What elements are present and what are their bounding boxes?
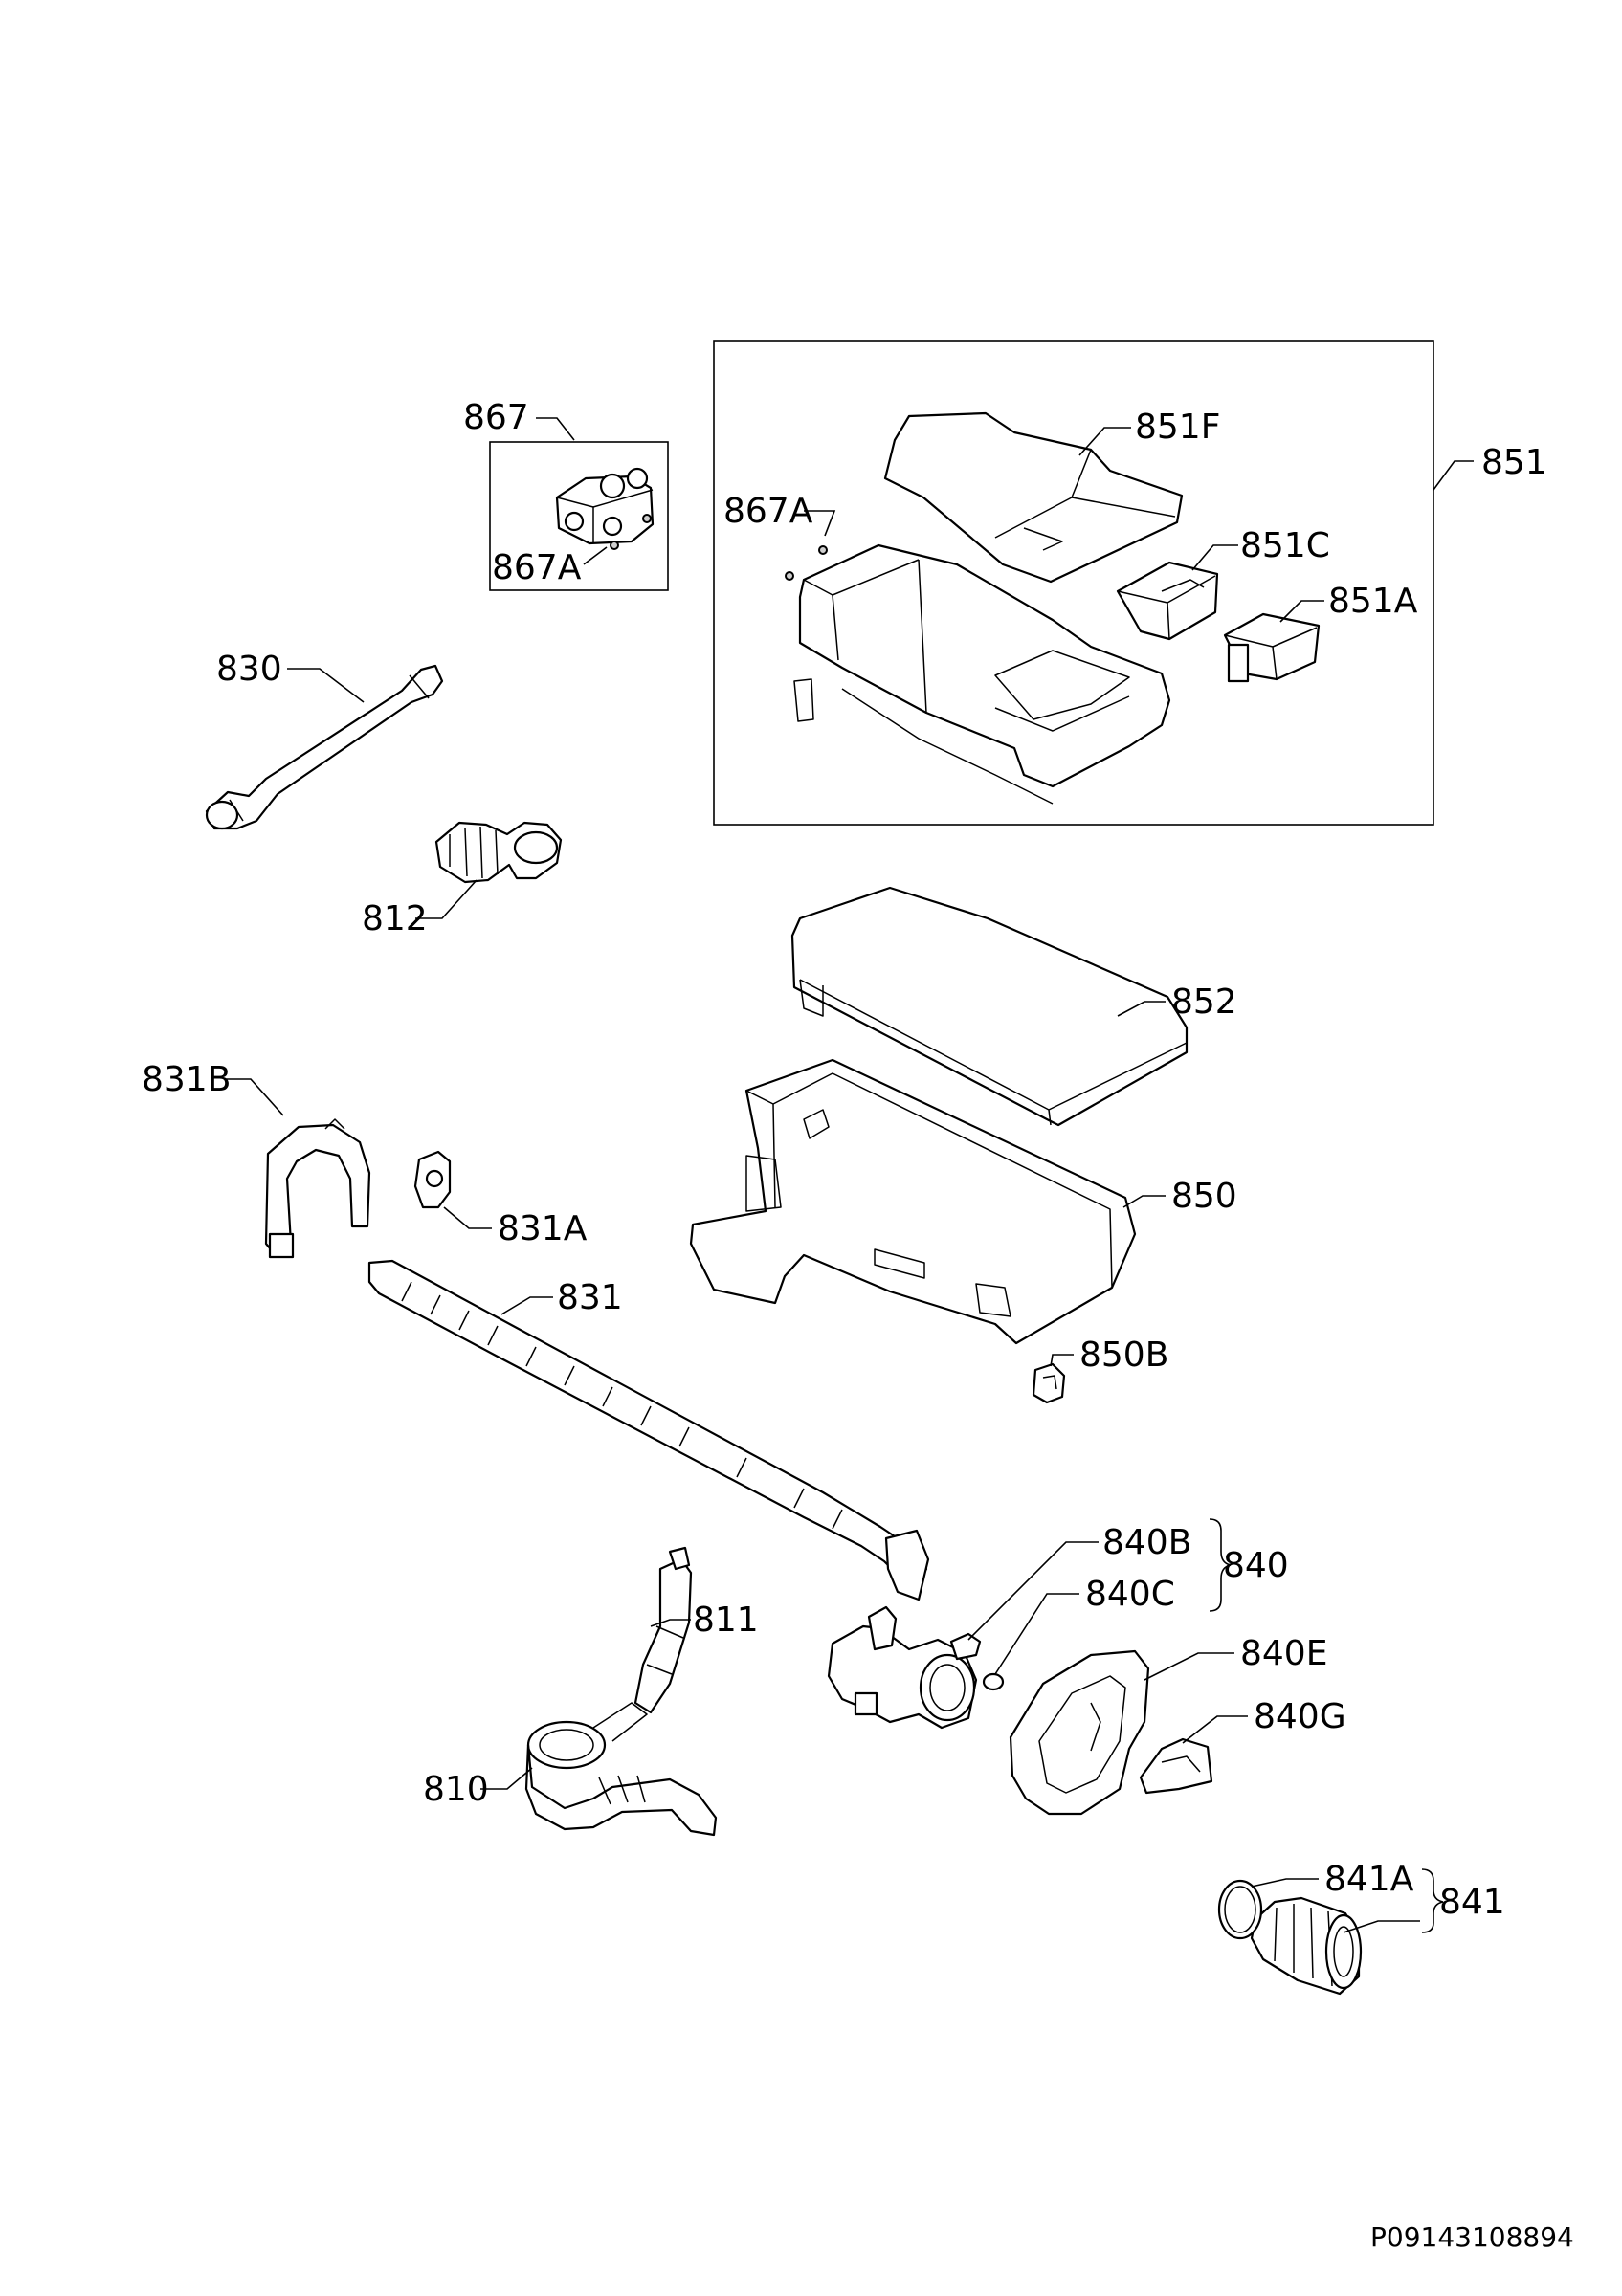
part-810-sump <box>524 1702 718 1837</box>
part-840g-flap <box>1139 1737 1213 1795</box>
label-840e: 840E <box>1240 1634 1327 1673</box>
label-851f: 851F <box>1135 408 1220 447</box>
brace-840 <box>1209 1518 1232 1612</box>
label-812: 812 <box>362 899 428 938</box>
label-867a-right: 867A <box>723 492 813 531</box>
label-840: 840 <box>1223 1546 1289 1585</box>
group-box-867 <box>489 441 669 591</box>
leader-852 <box>1117 1001 1166 1017</box>
part-851-dispenser-housing <box>785 543 1171 805</box>
part-851f-cover <box>883 411 1184 584</box>
leader-830 <box>287 668 365 703</box>
part-831-drain-hose <box>367 1259 930 1601</box>
label-850: 850 <box>1171 1177 1237 1216</box>
leader-810 <box>480 1767 533 1790</box>
part-831b-hose-bend <box>264 1118 371 1259</box>
leader-851a <box>1279 600 1324 623</box>
label-867a-left: 867A <box>492 548 582 587</box>
part-851c-drawer <box>1116 561 1219 641</box>
label-850b: 850B <box>1079 1336 1168 1375</box>
leader-851f <box>1078 427 1131 456</box>
part-852-top-panel <box>790 886 1189 1127</box>
label-830: 830 <box>216 650 282 689</box>
label-811: 811 <box>693 1601 759 1640</box>
leader-851 <box>1433 460 1474 491</box>
label-851: 851 <box>1481 443 1547 482</box>
group-box-851 <box>713 340 1434 826</box>
leader-851c <box>1191 544 1238 571</box>
leader-841a <box>1251 1878 1319 1888</box>
label-831: 831 <box>557 1278 623 1317</box>
part-840c-cap <box>982 1672 1005 1691</box>
part-851a-cup <box>1223 612 1321 683</box>
leader-840b <box>967 1541 1099 1641</box>
label-831a: 831A <box>498 1209 588 1248</box>
label-831b: 831B <box>142 1060 231 1099</box>
leader-840c <box>994 1593 1079 1675</box>
leader-850b <box>1050 1354 1074 1367</box>
part-840-drain-pump <box>827 1605 978 1730</box>
label-851a: 851A <box>1328 582 1418 621</box>
label-810: 810 <box>423 1770 489 1809</box>
leader-867 <box>536 417 575 441</box>
part-840e-pump-cover <box>1009 1649 1150 1816</box>
leader-831b <box>226 1078 284 1116</box>
part-850b-clip <box>1032 1362 1066 1404</box>
leader-840e <box>1144 1652 1234 1681</box>
leader-831a <box>443 1206 492 1229</box>
leader-840g <box>1182 1715 1248 1744</box>
leader-811 <box>650 1619 691 1627</box>
leader-867a-right <box>804 510 836 537</box>
part-850-dispenser-tray <box>689 1058 1137 1345</box>
part-841-drain-filter <box>1250 1896 1363 1996</box>
part-840b-seal <box>949 1632 982 1661</box>
leader-850 <box>1122 1195 1166 1208</box>
part-831a-bracket <box>413 1150 452 1209</box>
part-867-inlet-valve <box>555 467 655 550</box>
label-841: 841 <box>1439 1883 1505 1922</box>
leader-867a-left <box>583 546 608 565</box>
label-851c: 851C <box>1240 526 1330 565</box>
label-840b: 840B <box>1102 1523 1191 1562</box>
label-852: 852 <box>1171 982 1237 1022</box>
part-830-inlet-hose <box>205 664 444 830</box>
part-841a-oring <box>1217 1879 1263 1940</box>
leader-841 <box>1343 1920 1420 1933</box>
leader-812 <box>415 879 478 919</box>
leader-831 <box>500 1296 553 1315</box>
drawing-code: P09143108894 <box>1370 2221 1574 2253</box>
label-840c: 840C <box>1085 1575 1175 1614</box>
label-840g: 840G <box>1254 1697 1346 1736</box>
part-811-sump-hose <box>633 1546 693 1714</box>
label-867: 867 <box>463 398 529 437</box>
brace-841 <box>1421 1868 1444 1933</box>
part-812-bellows-hose <box>434 821 563 884</box>
label-841a: 841A <box>1324 1860 1414 1899</box>
